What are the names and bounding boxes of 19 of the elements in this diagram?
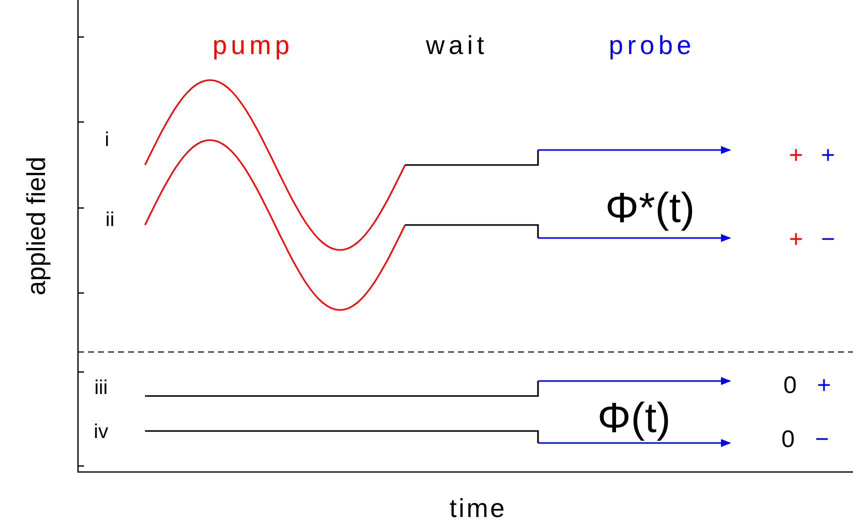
sign-label: 0 — [783, 374, 797, 398]
axis-title: time — [449, 495, 507, 521]
sign-label: + — [821, 144, 835, 168]
axis-title: applied field — [23, 156, 49, 296]
trace-label: i — [104, 130, 110, 150]
phase-label: pump — [212, 32, 294, 58]
phase-label: probe — [608, 32, 696, 58]
phase-symbol: Φ(t) — [597, 397, 671, 439]
trace-label: ii — [106, 210, 114, 230]
sign-label: + — [789, 228, 803, 252]
sign-label: 0 — [781, 428, 795, 452]
phase-label: wait — [426, 32, 488, 58]
sign-label: + — [789, 144, 803, 168]
trace-label: iv — [94, 422, 108, 442]
phase-symbol: Φ*(t) — [605, 187, 695, 229]
sign-label: − — [821, 228, 835, 252]
sign-label: − — [815, 428, 829, 452]
trace-label: iii — [94, 378, 108, 398]
sign-label: + — [817, 374, 831, 398]
